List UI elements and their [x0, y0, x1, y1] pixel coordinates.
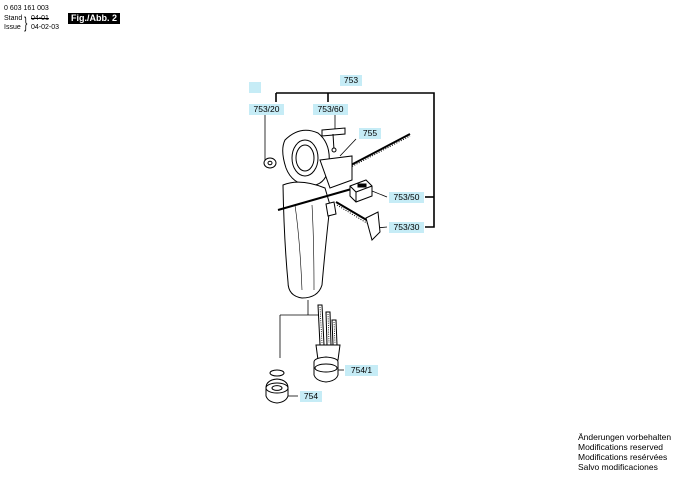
callout-753-50: 753/50 — [389, 192, 424, 203]
document-number: 0 603 161 003 — [4, 5, 49, 12]
issue-label: Issue — [4, 24, 21, 31]
stand-value: 04-01 — [31, 15, 49, 22]
callout-753-30: 753/30 — [389, 222, 424, 233]
side-handle — [277, 129, 411, 299]
callout-754-1: 754/1 — [345, 365, 378, 376]
brace-icon: } — [24, 15, 28, 32]
callout-755: 755 — [359, 128, 381, 139]
notice-line: Modifications resérvées — [578, 452, 668, 462]
washer — [263, 157, 277, 169]
callout-754: 754 — [300, 391, 322, 402]
notice-line: Änderungen vorbehalten — [578, 432, 672, 442]
callout-753-60: 753/60 — [313, 104, 348, 115]
flange-nut — [265, 369, 289, 404]
modifications-notice: Änderungen vorbehalten Modifications res… — [578, 432, 671, 472]
callout-753: 753 — [340, 75, 362, 86]
wing-bolt — [335, 201, 381, 241]
threaded-studs — [313, 304, 341, 383]
callout-blank — [249, 82, 261, 93]
wing-screw — [321, 127, 346, 153]
block-part — [349, 179, 373, 203]
notice-line: Modifications reserved — [578, 442, 664, 452]
leader-lines — [275, 92, 435, 228]
notice-line: Salvo modificaciones — [578, 462, 658, 472]
callout-753-20: 753/20 — [249, 104, 284, 115]
stand-label: Stand — [4, 15, 23, 22]
figure-label: Fig./Abb. 2 — [68, 13, 120, 24]
issue-value: 04-02-03 — [31, 24, 60, 31]
